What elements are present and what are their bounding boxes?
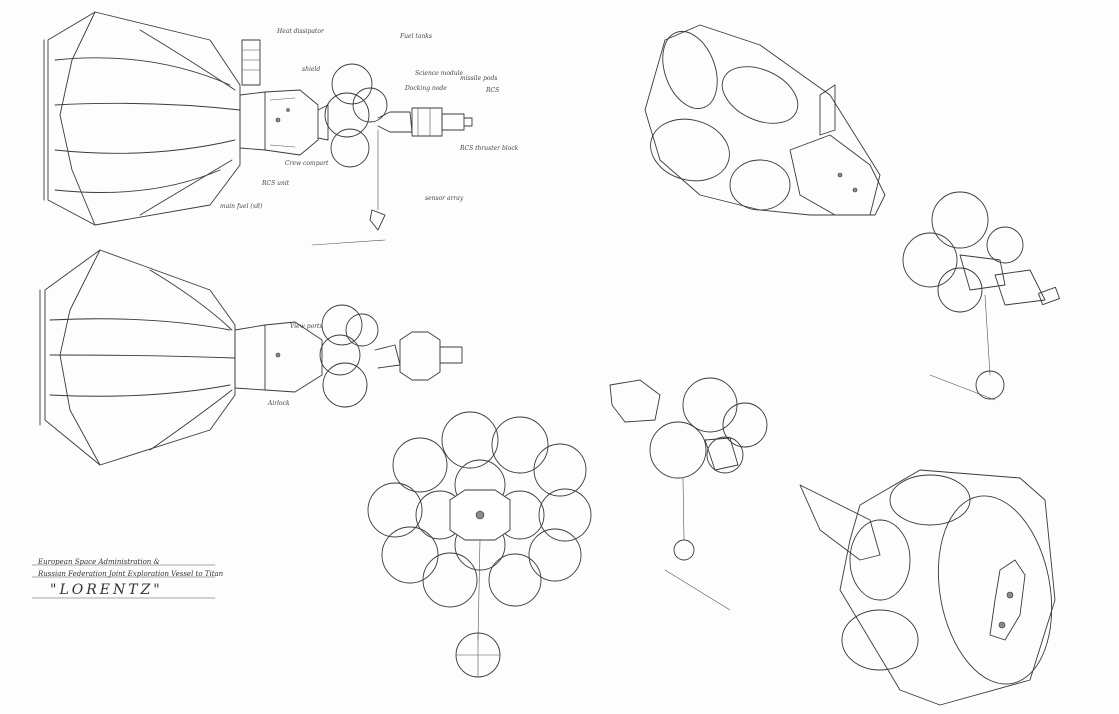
- label-heat-dissipator: Heat dissipator: [277, 28, 324, 35]
- label-sensor-array: sensor array: [425, 195, 464, 202]
- title-line-2: Russian Federation Joint Exploration Ves…: [38, 570, 224, 578]
- label-docking-node: Docking node: [405, 85, 447, 92]
- vessel-name: "LORENTZ": [50, 582, 163, 598]
- label-main-fuel: main fuel (x8): [220, 203, 263, 210]
- label-missile-pods: missile pods: [460, 75, 498, 82]
- label-science-module: Science module: [415, 70, 464, 77]
- perspective-view-right-middle: [902, 191, 1060, 401]
- label-view-ports: View ports: [290, 323, 323, 330]
- label-crew-compart: Crew compart: [285, 160, 329, 167]
- front-view: [367, 411, 592, 678]
- title-line-1: European Space Administration &: [38, 558, 160, 566]
- label-airlock: Airlock: [268, 400, 290, 407]
- label-rcs-thruster-block: RCS thruster block: [460, 145, 519, 152]
- perspective-view-top-right: [644, 24, 886, 216]
- label-fuel-tanks: Fuel tanks: [400, 33, 432, 40]
- side-view-middle: [39, 249, 463, 466]
- perspective-view-bottom-right: [799, 469, 1056, 706]
- label-rcs: RCS: [486, 87, 500, 94]
- label-shield: shield: [302, 66, 321, 73]
- perspective-view-center: [609, 377, 768, 611]
- side-view-top: [43, 11, 473, 246]
- label-rcs-unit: RCS unit: [262, 180, 290, 187]
